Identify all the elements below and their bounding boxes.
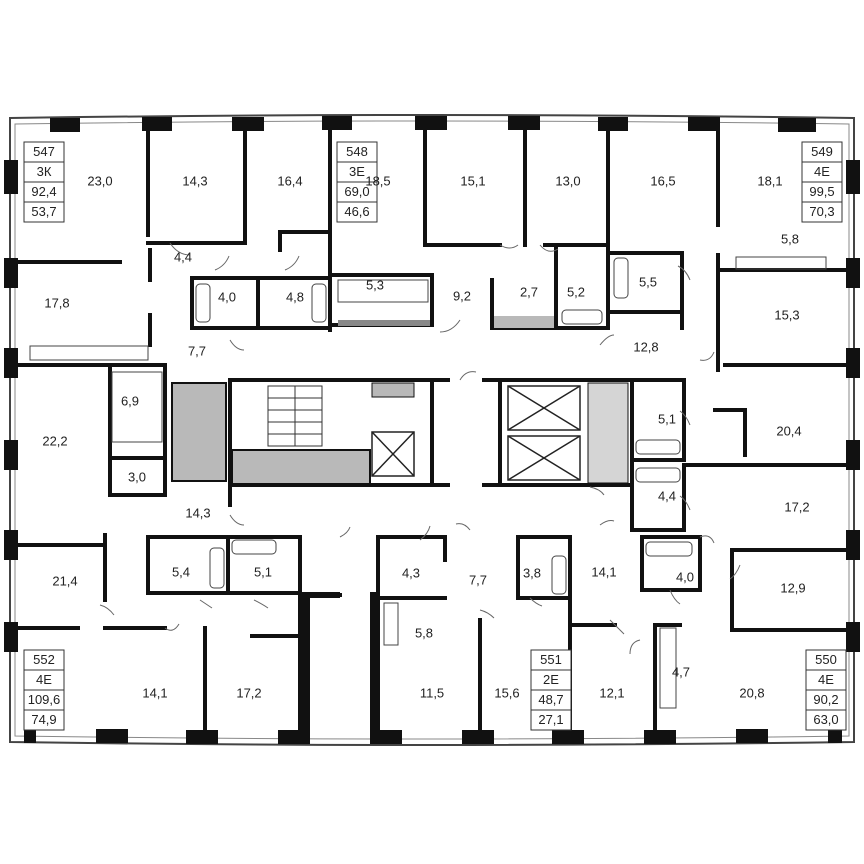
apartment-info-551: 551 2Е 48,7 27,1 xyxy=(530,649,572,731)
room-area-label: 15,3 xyxy=(774,307,799,322)
bathroom-fixtures xyxy=(29,256,827,709)
room-area-label: 20,4 xyxy=(776,423,801,438)
apartment-number: 548 xyxy=(346,144,368,159)
apartment-total-area: 48,7 xyxy=(538,692,563,707)
apartment-type: 4Е xyxy=(814,164,830,179)
room-area-label: 20,8 xyxy=(739,685,764,700)
room-area-label: 18,1 xyxy=(757,173,782,188)
apartment-living-area: 46,6 xyxy=(344,204,369,219)
room-area-label: 4,0 xyxy=(218,289,236,304)
room-area-label: 2,7 xyxy=(520,284,538,299)
room-area-label: 15,1 xyxy=(460,173,485,188)
apartment-type: 2Е xyxy=(543,672,559,687)
apartment-number: 547 xyxy=(33,144,55,159)
room-area-label: 3,0 xyxy=(128,469,146,484)
apartment-living-area: 27,1 xyxy=(538,712,563,727)
apartment-type: 4Е xyxy=(36,672,52,687)
elevator xyxy=(507,435,581,481)
apartment-number: 552 xyxy=(33,652,55,667)
room-area-label: 17,2 xyxy=(784,499,809,514)
apartment-number: 550 xyxy=(815,652,837,667)
room-area-label: 14,3 xyxy=(182,173,207,188)
facade-inner-line xyxy=(14,120,850,740)
room-area-label: 16,4 xyxy=(277,173,302,188)
apartment-info-550: 550 4Е 90,2 63,0 xyxy=(805,649,847,731)
structural-walls xyxy=(302,316,554,740)
apartment-total-area: 109,6 xyxy=(28,692,61,707)
elevator xyxy=(371,431,415,477)
facade-piers xyxy=(4,116,860,744)
room-area-label: 11,5 xyxy=(420,685,444,700)
apartment-info-552: 552 4Е 109,6 74,9 xyxy=(23,649,65,731)
apartment-living-area: 53,7 xyxy=(31,204,56,219)
room-area-label: 14,1 xyxy=(142,685,167,700)
apartment-total-area: 99,5 xyxy=(809,184,834,199)
apartment-number: 551 xyxy=(540,652,562,667)
elevator xyxy=(507,385,581,431)
room-area-label: 18,5 xyxy=(365,173,390,188)
room-area-label: 14,3 xyxy=(185,505,210,520)
apartment-info-548: 548 3Е 69,0 46,6 xyxy=(336,141,378,223)
apartment-type: 3К xyxy=(37,164,52,179)
apartment-total-area: 92,4 xyxy=(31,184,56,199)
room-area-label: 13,0 xyxy=(555,173,580,188)
apartment-living-area: 74,9 xyxy=(31,712,56,727)
room-area-label: 5,4 xyxy=(172,564,190,579)
door-swings xyxy=(99,242,741,655)
utility-room xyxy=(371,382,415,398)
room-area-label: 17,8 xyxy=(44,295,69,310)
room-area-label: 5,8 xyxy=(781,231,799,246)
apartment-living-area: 63,0 xyxy=(813,712,838,727)
room-area-label: 12,8 xyxy=(633,339,658,354)
shaft xyxy=(171,382,227,482)
apartment-total-area: 69,0 xyxy=(344,184,369,199)
apartment-info-549: 549 4Е 99,5 70,3 xyxy=(801,141,843,223)
walls xyxy=(16,128,850,737)
room-area-label: 17,2 xyxy=(236,685,261,700)
room-area-label: 4,8 xyxy=(286,289,304,304)
apartment-number: 549 xyxy=(811,144,833,159)
room-area-label: 5,1 xyxy=(254,564,272,579)
room-area-label: 4,7 xyxy=(672,664,690,679)
room-area-label: 4,4 xyxy=(658,488,676,503)
room-area-label: 16,5 xyxy=(650,173,675,188)
room-area-label: 5,2 xyxy=(567,284,585,299)
room-area-label: 9,2 xyxy=(453,288,471,303)
room-area-label: 5,8 xyxy=(415,625,433,640)
room-area-label: 5,1 xyxy=(658,411,676,426)
room-area-label: 15,6 xyxy=(494,685,519,700)
room-area-label: 14,1 xyxy=(591,564,616,579)
room-area-label: 21,4 xyxy=(52,573,77,588)
apartment-living-area: 70,3 xyxy=(809,204,834,219)
apartment-total-area: 90,2 xyxy=(813,692,838,707)
room-area-label: 3,8 xyxy=(523,565,541,580)
room-area-label: 22,2 xyxy=(42,433,67,448)
room-area-label: 12,1 xyxy=(599,685,624,700)
room-area-label: 7,7 xyxy=(188,343,206,358)
room-area-label: 5,5 xyxy=(639,274,657,289)
room-area-label: 6,9 xyxy=(121,393,139,408)
apartment-type: 4Е xyxy=(818,672,834,687)
room-area-label: 4,0 xyxy=(676,569,694,584)
apartment-info-547: 547 3К 92,4 53,7 xyxy=(23,141,65,223)
room-area-label: 7,7 xyxy=(469,572,487,587)
room-area-label: 5,3 xyxy=(366,277,384,292)
staircase xyxy=(267,385,323,447)
room-area-label: 4,3 xyxy=(402,565,420,580)
shaft xyxy=(587,382,629,484)
shaft xyxy=(231,449,371,486)
apartment-type: 3Е xyxy=(349,164,365,179)
room-area-label: 12,9 xyxy=(780,580,805,595)
room-area-label: 23,0 xyxy=(87,173,112,188)
room-area-label: 4,4 xyxy=(174,249,192,264)
